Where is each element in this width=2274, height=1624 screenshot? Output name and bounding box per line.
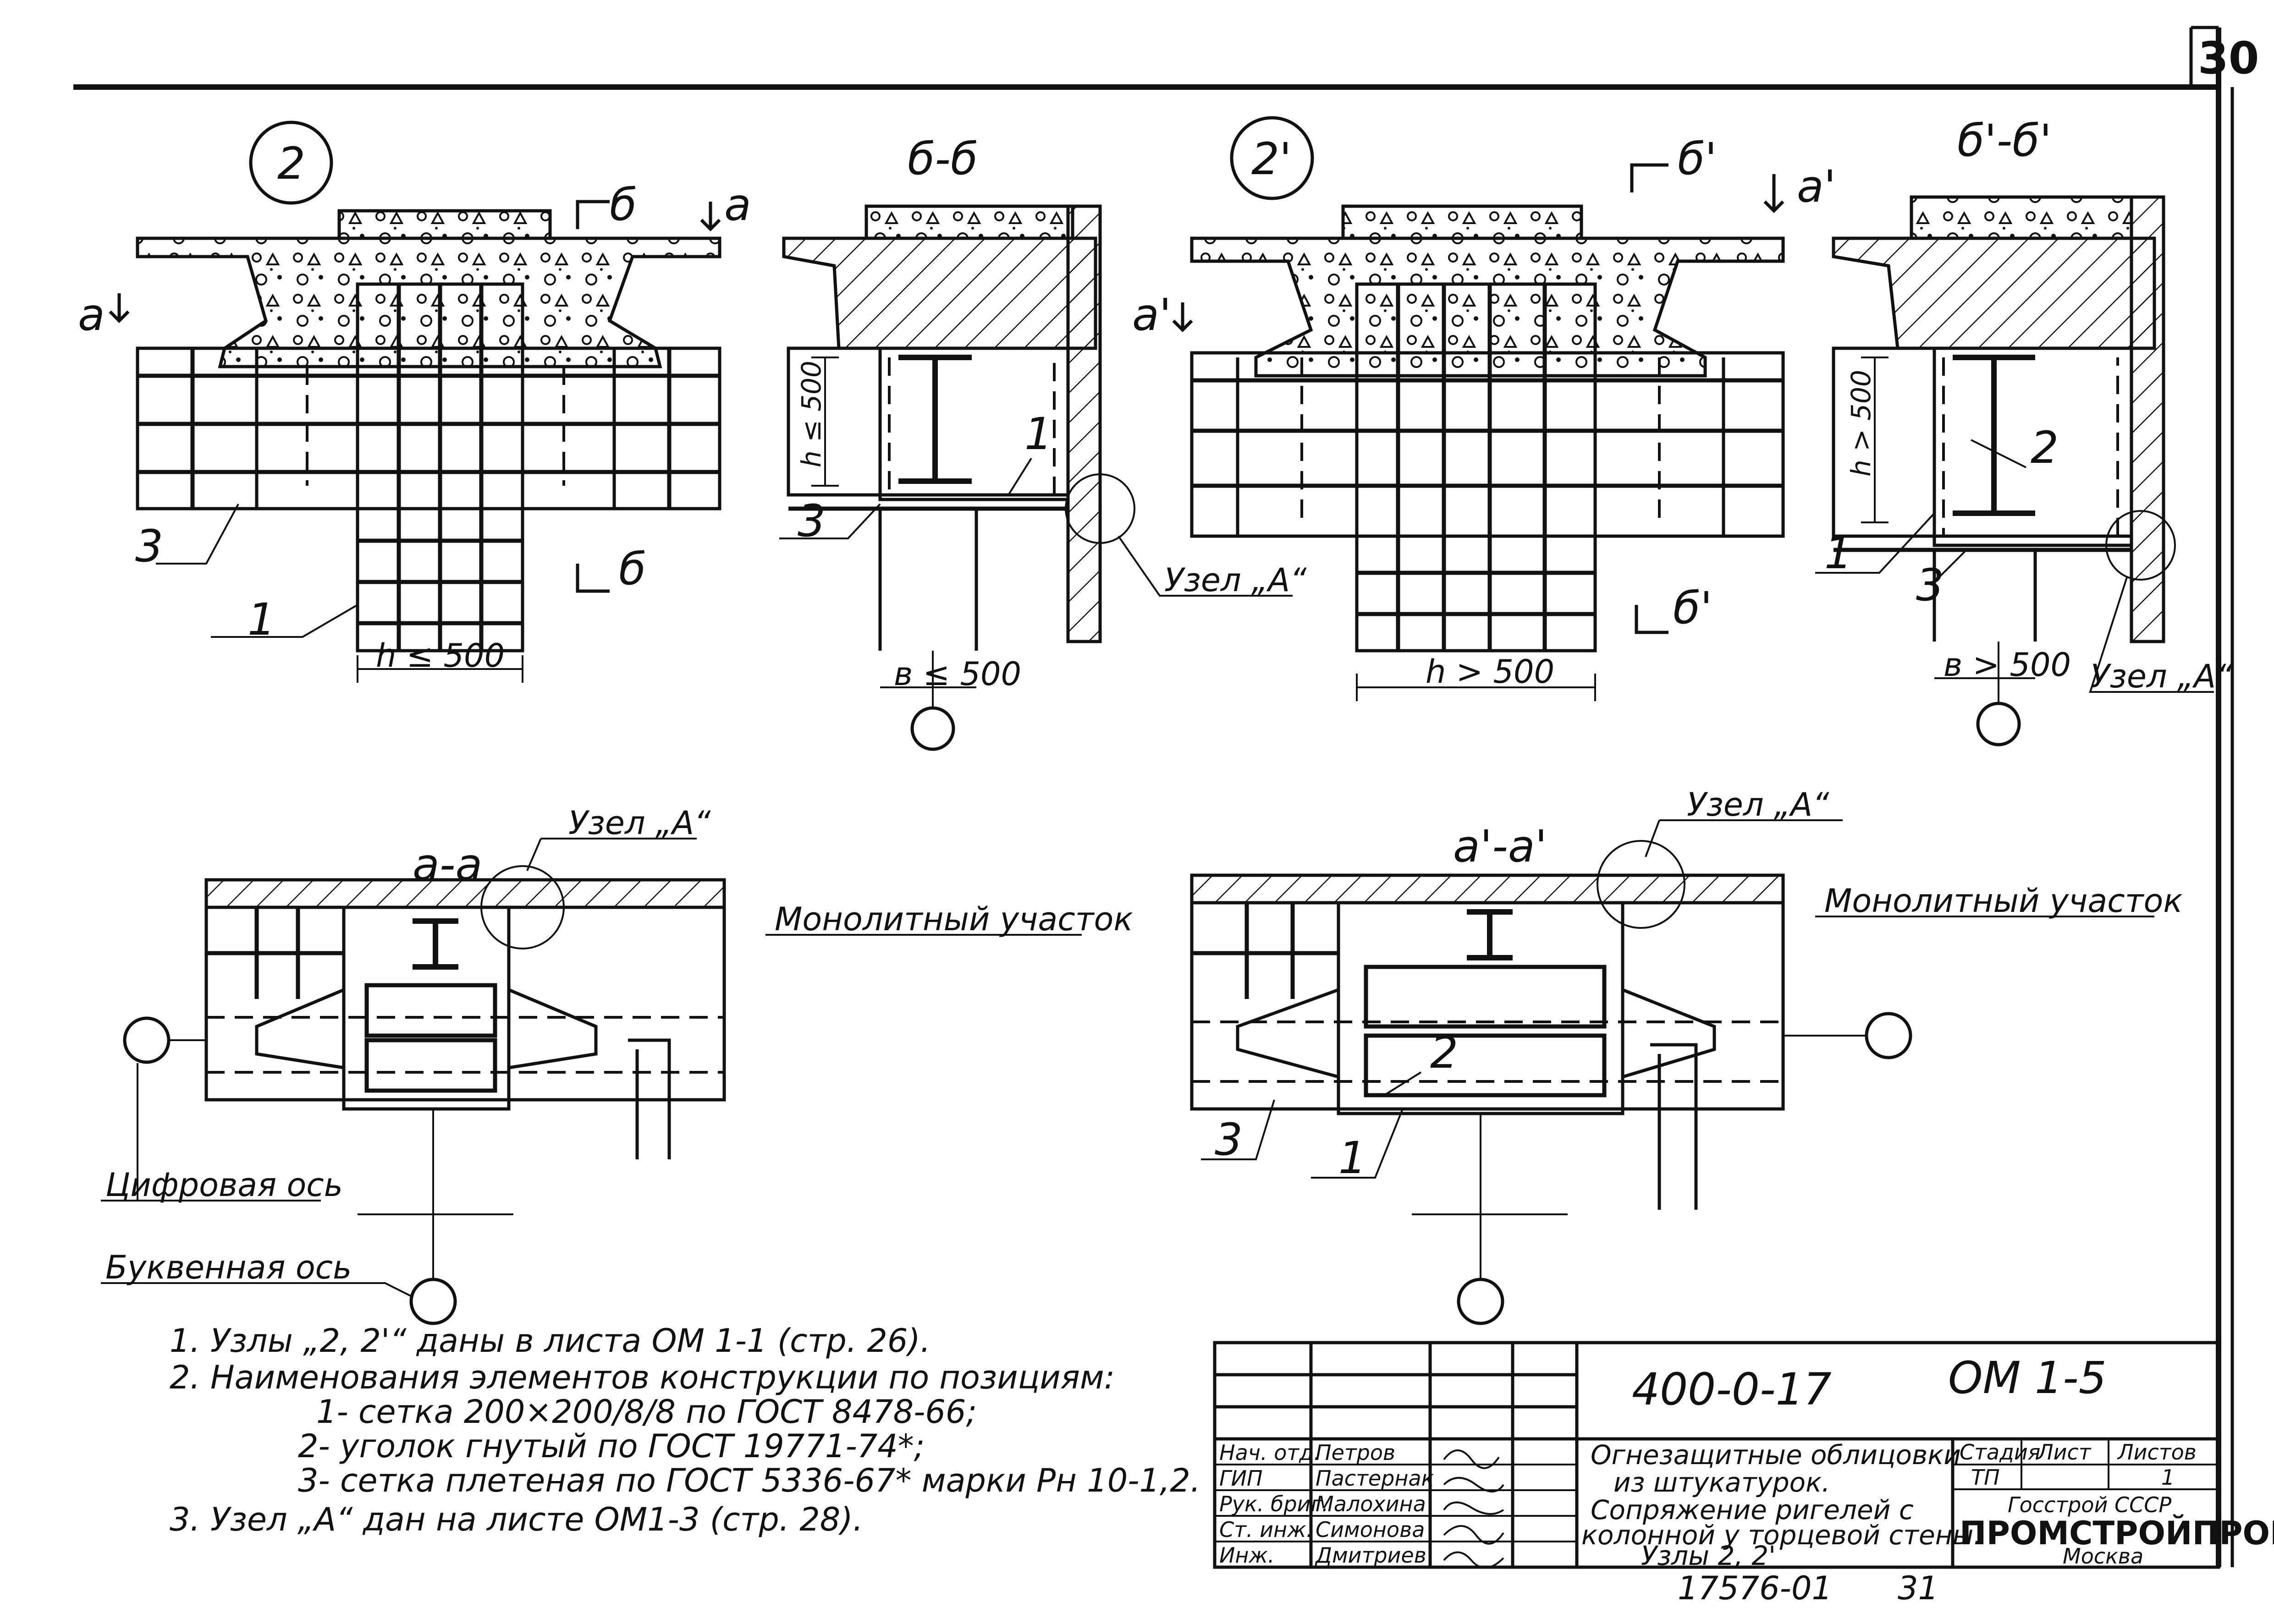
axis-bubble-bbp: [1976, 702, 2021, 746]
axis-bubble-aa-digital: [123, 1016, 171, 1064]
axis-bubble-aa-letter: [409, 1278, 457, 1325]
tb-name-5: Дмитриев: [1315, 1543, 1426, 1568]
tb-desc-4: колонной у торцевой стены.: [1581, 1520, 1982, 1551]
tb-sheets-value: 1: [2161, 1465, 2175, 1490]
tb-name-1: Петров: [1316, 1440, 1395, 1465]
bottom-page: 31: [1898, 1569, 1938, 1607]
sect-aap-title: а'-а': [1453, 821, 1547, 872]
tb-role-5: Инж.: [1219, 1543, 1275, 1568]
view-section-bb: б-б h ≤ 500 в ≤ 500 1 3 Узел „А“: [779, 133, 1307, 751]
view-section-bbp: б'-б' h > 500 в > 500 2 1 3 Узел „А“: [1815, 115, 2233, 746]
tb-sheet-code: ОМ 1-5: [1948, 1352, 2107, 1404]
bbp-dim-h: h > 500: [1845, 370, 1877, 477]
aap-callout-3: 3: [1215, 1114, 1243, 1165]
cut-a2-left: а': [1132, 289, 1171, 340]
note-2-item-2: 2- уголок гнутый по ГОСТ 19771-74*;: [298, 1427, 925, 1465]
bb-dim-h: h ≤ 500: [796, 361, 827, 467]
aap-callout-1: 1: [1338, 1132, 1366, 1184]
axis-bubble-aap-digital: [1865, 1012, 1912, 1059]
node-2p-label: 2': [1251, 133, 1291, 185]
cut-a2-right: а': [1797, 161, 1836, 212]
tb-col-sheet: Лист: [2037, 1440, 2092, 1465]
cut-a-right: а: [724, 179, 751, 230]
tb-org-name: ПРОМСТРОЙПРОЕКТ: [1960, 1514, 2274, 1552]
tb-role-4: Ст. инж.: [1219, 1517, 1313, 1542]
axis-bubble-aap-letter: [1457, 1278, 1504, 1325]
sheet-frame: [73, 26, 2234, 1567]
tb-name-3: Малохина: [1316, 1492, 1426, 1516]
bbp-dim-b: в > 500: [1944, 646, 2071, 684]
aa-node-ref: Узел „А“: [568, 804, 711, 842]
bb-callout-1: 1: [1024, 408, 1052, 460]
view-section-aap: а'-а' Узел „А“ Монолитный участок 2 3 1: [1190, 786, 2183, 1325]
aa-digital-axis: Цифровая ось: [105, 1166, 343, 1204]
tb-org-city: Москва: [2063, 1544, 2143, 1569]
tb-role-2: ГИП: [1219, 1466, 1263, 1491]
bottom-code: 17576-01: [1678, 1569, 1832, 1607]
note-2-item-1: 1- сетка 200×200/8/8 по ГОСТ 8478-66;: [316, 1393, 977, 1431]
aap-mono: Монолитный участок: [1824, 882, 2183, 920]
bbp-node-ref: Узел „А“: [2090, 658, 2233, 695]
note-2-item-3: 3- сетка плетеная по ГОСТ 5336-67* марки…: [298, 1462, 1200, 1499]
aap-callout-2: 2: [1430, 1027, 1458, 1078]
node-2-circle: [249, 121, 333, 205]
tb-doc-code: 400-0-17: [1632, 1364, 1832, 1415]
tb-stage-value: ТП: [1971, 1465, 2000, 1490]
tb-desc-3: Сопряжение ригелей с: [1591, 1494, 1914, 1525]
node2p-dim: h > 500: [1426, 653, 1554, 691]
node2-dim: h ≤ 500: [376, 637, 505, 675]
cut-b2-bottom: б': [1673, 582, 1712, 634]
sect-bb-title: б-б: [908, 133, 978, 185]
axis-bubble-bb: [910, 706, 955, 751]
bbp-callout-3: 3: [1916, 560, 1944, 611]
tb-desc-2: из штукатурок.: [1613, 1467, 1830, 1498]
view-node-2p: 2' а' б' а' б' h > 500: [1132, 116, 1836, 701]
cut-b-top: б: [610, 179, 637, 230]
note-1: 1. Узлы „2, 2'“ даны в листа ОМ 1-1 (стр…: [170, 1322, 931, 1360]
node-2-label: 2: [277, 138, 305, 189]
tb-col-stage: Стадия: [1960, 1440, 2040, 1465]
bbp-callout-2: 2: [2031, 422, 2059, 473]
bb-node-ref: Узел „А“: [1164, 561, 1307, 599]
aa-letter-axis: Буквенная ось: [105, 1249, 352, 1286]
cut-b2-top: б': [1678, 133, 1717, 185]
aa-mono: Монолитный участок: [775, 900, 1133, 938]
tb-org-top: Госстрой СССР: [2008, 1492, 2171, 1517]
title-block: 400-0-17 ОМ 1-5 Нач. отд. Петров ГИП Пас…: [1213, 1341, 2274, 1571]
bb-dim-b: в ≤ 500: [894, 655, 1021, 693]
view-node-2: 2 а б а б h ≤ 500 3 1: [78, 121, 751, 683]
tb-col-sheets: Листов: [2117, 1440, 2197, 1465]
page-number: 30: [2198, 33, 2259, 84]
note-2: 2. Наименования элементов конструкции по…: [170, 1359, 1115, 1396]
bbp-callout-1: 1: [1824, 527, 1852, 579]
aap-node-ref: Узел „А“: [1687, 786, 1829, 823]
view-section-aa: а-а Узел „А“ Монолитный участок Цифровая…: [101, 804, 1133, 1325]
tb-desc-5: Узлы 2, 2': [1641, 1540, 1776, 1571]
cut-a-left: а: [78, 289, 105, 340]
tb-name-4: Симонова: [1316, 1517, 1425, 1542]
note-3: 3. Узел „А“ дан на листе ОМ1-3 (стр. 28)…: [170, 1501, 863, 1538]
tb-role-3: Рук. бриг.: [1219, 1492, 1328, 1516]
tb-role-1: Нач. отд.: [1219, 1440, 1321, 1465]
tb-name-2: Пастернак: [1316, 1466, 1434, 1491]
cut-b-bottom: б: [619, 543, 646, 595]
tb-signatures: [1443, 1449, 1504, 1569]
node-2p-circle: [1230, 116, 1314, 200]
tb-desc-1: Огнезащитные облицовки: [1591, 1439, 1961, 1470]
notes: 1. Узлы „2, 2'“ даны в листа ОМ 1-1 (стр…: [170, 1322, 1200, 1538]
sect-bbp-title: б'-б': [1957, 115, 2052, 166]
